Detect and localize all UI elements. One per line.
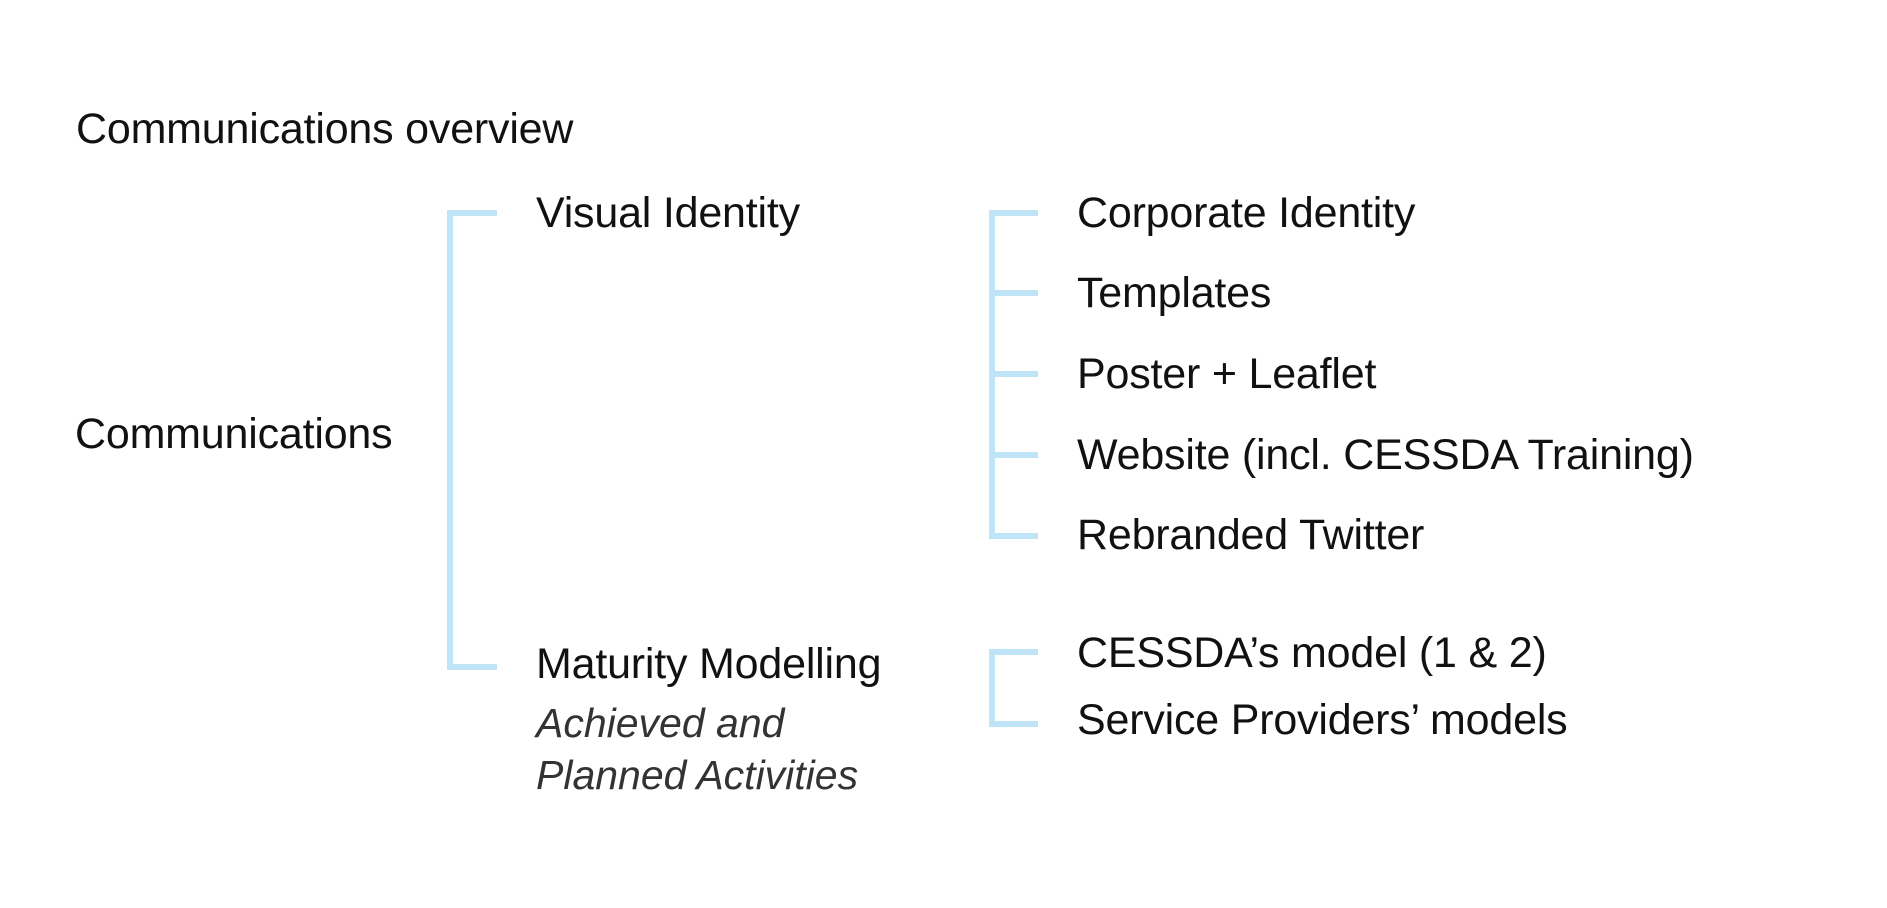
branch-maturity-modelling: Maturity Modelling: [536, 640, 882, 688]
leaf-corporate-identity: Corporate Identity: [1077, 189, 1416, 237]
leaf-cessda-model: CESSDA’s model (1 & 2): [1077, 629, 1547, 677]
leaf-website: Website (incl. CESSDA Training): [1077, 431, 1694, 479]
leaf-rebranded-twitter: Rebranded Twitter: [1077, 511, 1425, 559]
visual-identity-bracket: [989, 210, 1038, 539]
branch-note-line-1: Achieved and: [536, 700, 785, 746]
page-title: Communications overview: [76, 105, 574, 153]
leaf-poster-leaflet: Poster + Leaflet: [1077, 350, 1377, 398]
branch-visual-identity: Visual Identity: [536, 189, 800, 237]
leaf-service-providers-models: Service Providers’ models: [1077, 696, 1568, 744]
leaf-templates: Templates: [1077, 269, 1272, 317]
maturity-modelling-bracket: [989, 649, 1038, 727]
branch-note-line-2: Planned Activities: [536, 752, 859, 798]
root-node: Communications: [75, 410, 393, 458]
root-bracket: [447, 210, 497, 670]
branch-note: Achieved and Planned Activities: [536, 697, 858, 801]
